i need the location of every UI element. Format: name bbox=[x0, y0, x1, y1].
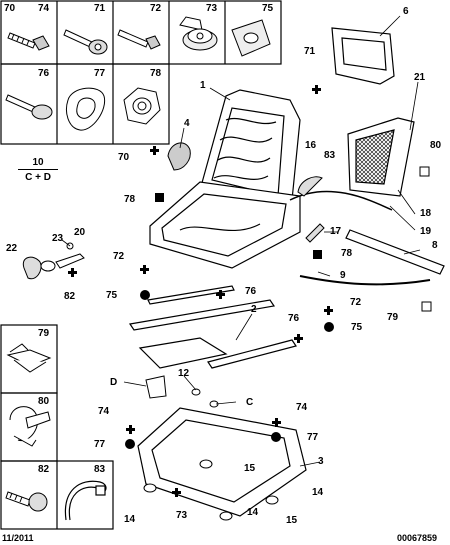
callout-label: 77 bbox=[307, 432, 319, 443]
callout-label: 9 bbox=[340, 270, 346, 281]
screw-icon bbox=[7, 32, 50, 51]
seat-base-tray bbox=[137, 407, 307, 517]
cell-label: 78 bbox=[150, 68, 162, 79]
cell-label: 77 bbox=[94, 68, 106, 79]
callout-label: 19 bbox=[420, 226, 432, 237]
callout-label: C bbox=[246, 397, 254, 408]
callout-label: 14 bbox=[247, 507, 259, 518]
cable-line bbox=[299, 275, 431, 286]
callout-label: 80 bbox=[430, 140, 442, 151]
callout-label: 3 bbox=[318, 456, 324, 467]
bracket-d bbox=[145, 375, 167, 399]
footer-reference: 00067859 bbox=[397, 533, 438, 543]
callout-label: 72 bbox=[350, 297, 362, 308]
parts-grid-top bbox=[0, 0, 282, 145]
callout-label: 18 bbox=[420, 208, 432, 219]
cell-label: 76 bbox=[38, 68, 50, 79]
marker-symbols bbox=[68, 85, 334, 497]
callout-label: 77 bbox=[94, 439, 106, 450]
seat-rails bbox=[128, 285, 297, 369]
spacer-parts bbox=[191, 388, 219, 408]
back-panel-plate bbox=[331, 27, 395, 85]
cell-label: 79 bbox=[38, 328, 50, 339]
screw-long-icon bbox=[117, 29, 161, 50]
recline-lever bbox=[167, 142, 191, 171]
callout-label: 22 bbox=[6, 243, 18, 254]
open-markers bbox=[419, 166, 432, 312]
knob-assembly bbox=[22, 242, 85, 280]
cell-label: 83 bbox=[94, 464, 106, 475]
flange-bolt-icon bbox=[5, 94, 53, 120]
callout-label: 73 bbox=[176, 510, 188, 521]
callout-label: 72 bbox=[113, 251, 125, 262]
hex-nut-icon bbox=[123, 87, 161, 125]
callout-label: 14 bbox=[312, 487, 324, 498]
cell-label: 74 bbox=[38, 3, 50, 14]
trim-pieces bbox=[297, 176, 325, 243]
legend-group: 10 C + D bbox=[18, 157, 58, 183]
callout-label: 83 bbox=[324, 150, 336, 161]
callout-label: 74 bbox=[98, 406, 110, 417]
callout-label: 12 bbox=[178, 368, 190, 379]
legend-sub: C + D bbox=[25, 172, 51, 183]
callout-label: 78 bbox=[124, 194, 136, 205]
leader-lines bbox=[61, 15, 421, 467]
cell-label: 75 bbox=[262, 3, 274, 14]
rail-bar bbox=[345, 229, 445, 275]
flat-clip-icon bbox=[231, 19, 271, 57]
pad-buttons bbox=[143, 459, 279, 521]
callout-label: 75 bbox=[351, 322, 363, 333]
callout-label: D bbox=[110, 377, 118, 388]
seat-cushion-frame bbox=[149, 181, 301, 269]
callout-label: 76 bbox=[288, 313, 300, 324]
callout-label: 82 bbox=[64, 291, 76, 302]
callout-label: 78 bbox=[341, 248, 353, 259]
callout-label: 20 bbox=[74, 227, 86, 238]
callout-label: 75 bbox=[106, 290, 118, 301]
callout-label: 4 bbox=[184, 118, 190, 129]
cell-label: 70 bbox=[4, 3, 16, 14]
callout-label: 76 bbox=[245, 286, 257, 297]
callout-label: 8 bbox=[432, 240, 438, 251]
callout-label: 74 bbox=[296, 402, 308, 413]
cell-label: 71 bbox=[94, 3, 106, 14]
callout-label: 15 bbox=[286, 515, 298, 526]
cell-label: 80 bbox=[38, 396, 50, 407]
callout-label: 71 bbox=[304, 46, 316, 57]
parts-grid-left bbox=[0, 324, 114, 530]
callout-label: 23 bbox=[52, 233, 64, 244]
legend-number: 10 bbox=[18, 157, 58, 170]
callout-label: 21 bbox=[414, 72, 426, 83]
callout-label: 70 bbox=[118, 152, 130, 163]
callout-label: 15 bbox=[244, 463, 256, 474]
callout-label: 16 bbox=[305, 140, 317, 151]
cell-label: 73 bbox=[206, 3, 218, 14]
callout-label: 6 bbox=[403, 6, 409, 17]
bolt-washer-icon bbox=[63, 29, 108, 55]
cable-tie-icon bbox=[64, 480, 107, 521]
callout-label: 1 bbox=[200, 80, 206, 91]
shaped-washer-icon bbox=[66, 87, 106, 131]
screw-rivet-icon bbox=[5, 491, 48, 512]
callout-label: 79 bbox=[387, 312, 399, 323]
cell-label: 72 bbox=[150, 3, 162, 14]
footer-date: 11/2011 bbox=[2, 533, 34, 543]
spring-clip-icon bbox=[6, 343, 52, 373]
callout-label: 14 bbox=[124, 514, 136, 525]
cable-clamp-icon bbox=[9, 406, 51, 447]
callout-label: 17 bbox=[330, 226, 342, 237]
mesh-panel bbox=[347, 117, 415, 197]
cell-label: 82 bbox=[38, 464, 50, 475]
cap-nut-icon bbox=[179, 16, 218, 51]
callout-label: 2 bbox=[251, 304, 257, 315]
